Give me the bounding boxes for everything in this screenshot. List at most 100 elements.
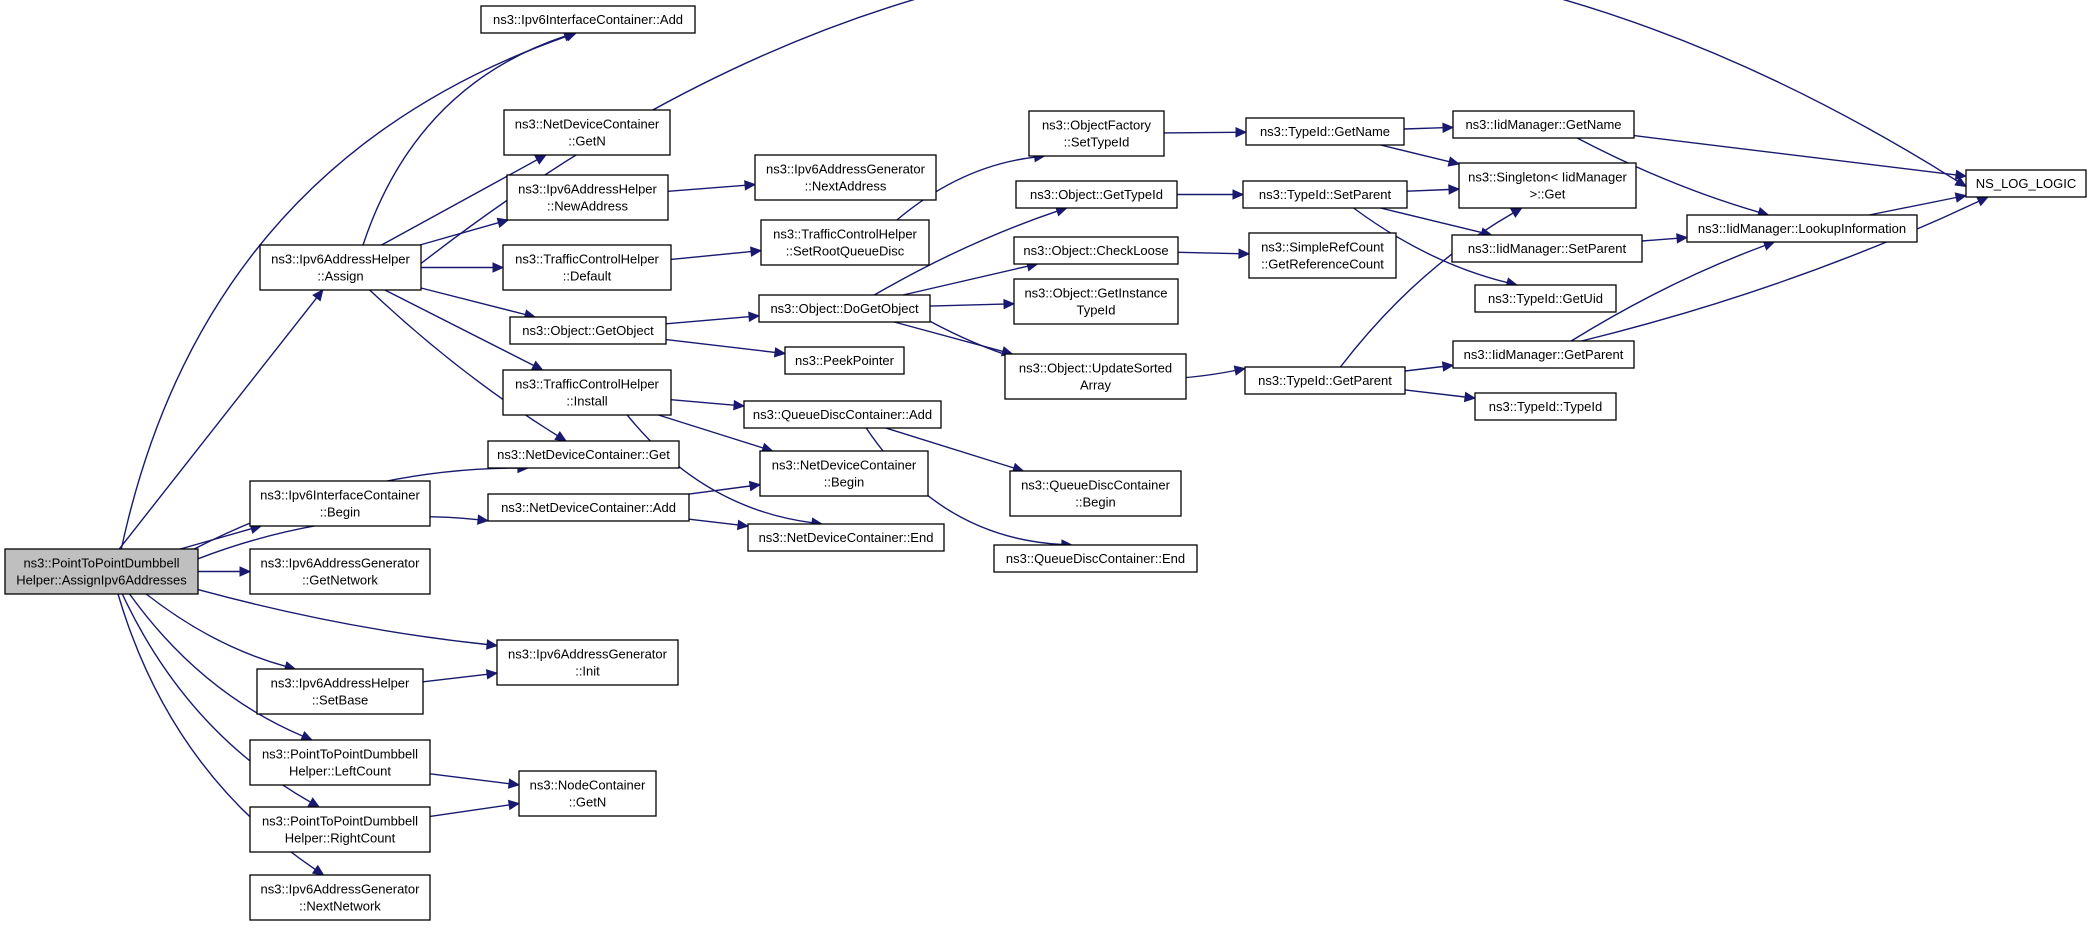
node-label: ns3::Ipv6AddressHelper (271, 252, 410, 267)
node-label: ns3::Ipv6AddressHelper (518, 182, 657, 197)
node-iid-setparent[interactable]: ns3::IidManager::SetParent (1451, 234, 1643, 263)
edge-tch_default-to-tch_setroot (670, 250, 752, 261)
node-typeid-getuid[interactable]: ns3::TypeId::GetUid (1474, 284, 1617, 313)
node-ipv6ag-init[interactable]: ns3::Ipv6AddressGenerator::Init (496, 639, 679, 686)
arrowhead-typeid_getname-to-iid_getname (1442, 122, 1455, 133)
node-ipv6ah-setbase[interactable]: ns3::Ipv6AddressHelper::SetBase (256, 668, 424, 715)
edge-obj_checkloose-to-src_getref (1177, 251, 1240, 255)
node-label: ns3::TypeId::GetParent (1258, 373, 1392, 388)
node-ipv6ah-assign[interactable]: ns3::Ipv6AddressHelper::Assign (259, 244, 422, 291)
node-obj-dogetobject[interactable]: ns3::Object::DoGetObject (758, 294, 931, 323)
node-of-settypeid[interactable]: ns3::ObjectFactory::SetTypeId (1028, 110, 1165, 157)
node-tch-default[interactable]: ns3::TrafficControlHelper::Default (502, 244, 672, 291)
node-label: ns3::NetDeviceContainer::Add (501, 500, 676, 515)
node-label: ns3::TrafficControlHelper (515, 377, 659, 392)
node-label: ::GetN (568, 134, 606, 149)
node-box (1686, 214, 1918, 243)
node-qdc-begin[interactable]: ns3::QueueDiscContainer::Begin (1009, 470, 1182, 517)
node-ipv6ic-begin[interactable]: ns3::Ipv6InterfaceContainer::Begin (249, 480, 431, 527)
arrowhead-typeid_getparent-to-typeid_typeid (1463, 391, 1477, 403)
node-ipv6ag-getnetwork[interactable]: ns3::Ipv6AddressGenerator::GetNetwork (249, 548, 431, 595)
arrowhead-tch_install-to-qdc_add (733, 399, 746, 411)
node-box (1245, 117, 1405, 146)
node-box (784, 346, 905, 375)
node-label: ns3::PointToPointDumbbell (262, 814, 418, 829)
arrowhead-typeid_getname-to-singleton_get (1447, 156, 1461, 167)
node-label: ::NextNetwork (299, 899, 381, 914)
node-ndc-getn[interactable]: ns3::NetDeviceContainer::GetN (503, 109, 671, 156)
edge-root-to-ipv6ah_setbase (145, 593, 286, 667)
node-ipv6ic-add[interactable]: ns3::Ipv6InterfaceContainer::Add (480, 5, 696, 34)
edge-obj_getobject-to-obj_dogetobject (665, 316, 750, 325)
edge-root-to-ipv6ic_add (120, 35, 567, 550)
node-box (1015, 180, 1178, 209)
node-root[interactable]: ns3::PointToPointDumbbellHelper::AssignI… (4, 548, 199, 595)
node-ipv6ag-nextaddr[interactable]: ns3::Ipv6AddressGenerator::NextAddress (754, 154, 937, 201)
node-iid-getname[interactable]: ns3::IidManager::GetName (1452, 110, 1635, 139)
node-box (1458, 162, 1637, 209)
node-ndc-end[interactable]: ns3::NetDeviceContainer::End (747, 523, 945, 552)
node-ns-log-logic[interactable]: NS_LOG_LOGIC (1965, 169, 2087, 198)
node-box (1965, 169, 2087, 198)
node-singleton-get[interactable]: ns3::Singleton< IidManager>::Get (1458, 162, 1637, 209)
node-qdc-add[interactable]: ns3::QueueDiscContainer::Add (743, 400, 942, 429)
node-label: ns3::Ipv6AddressGenerator (261, 556, 421, 571)
node-src-getref[interactable]: ns3::SimpleRefCount::GetReferenceCount (1248, 232, 1397, 279)
edge-p2pd_leftcount-to-nc_getn (429, 773, 510, 785)
arrowhead-ipv6ah_assign-to-ipv6ah_newaddr (496, 217, 510, 228)
node-label: ::Begin (824, 475, 864, 490)
arrowhead-ipv6ah_assign-to-tch_install (530, 360, 544, 371)
node-typeid-getname[interactable]: ns3::TypeId::GetName (1245, 117, 1405, 146)
node-p2pd-leftcount[interactable]: ns3::PointToPointDumbbellHelper::LeftCou… (249, 739, 431, 786)
arrowhead-iid_getname-to-ns_log_logic (1954, 169, 1968, 181)
node-typeid-typeid[interactable]: ns3::TypeId::TypeId (1474, 392, 1617, 421)
node-ipv6ag-nextnet[interactable]: ns3::Ipv6AddressGenerator::NextNetwork (249, 874, 431, 921)
node-typeid-getparent[interactable]: ns3::TypeId::GetParent (1244, 366, 1406, 395)
node-label: ::Default (563, 269, 612, 284)
node-ndc-add[interactable]: ns3::NetDeviceContainer::Add (487, 493, 690, 522)
edge-iid_lookup-to-ns_log_logic (1869, 196, 1957, 216)
node-label: ::GetReferenceCount (1261, 257, 1384, 272)
edge-of_settypeid-to-typeid_getname (1163, 131, 1237, 134)
node-ndc-get[interactable]: ns3::NetDeviceContainer::Get (487, 440, 680, 469)
node-iid-lookup[interactable]: ns3::IidManager::LookupInformation (1686, 214, 1918, 243)
node-qdc-end[interactable]: ns3::QueueDiscContainer::End (993, 544, 1198, 573)
node-nc-getn[interactable]: ns3::NodeContainer::GetN (518, 770, 657, 817)
node-tch-setroot[interactable]: ns3::TrafficControlHelper::SetRootQueueD… (760, 219, 930, 266)
arrowhead-root-to-ndc_add (477, 514, 490, 525)
edge-p2pd_rightcount-to-nc_getn (429, 804, 510, 818)
edge-tch_install-to-ndc_begin (658, 414, 764, 449)
node-label: ns3::NetDeviceContainer (772, 458, 917, 473)
arrowhead-typeid_getparent-to-iid_getparent (1441, 361, 1455, 372)
node-obj-checkloose[interactable]: ns3::Object::CheckLoose (1013, 236, 1179, 265)
node-box (1028, 110, 1165, 157)
node-peekpointer[interactable]: ns3::PeekPointer (784, 346, 905, 375)
node-box (509, 316, 667, 345)
edge-root-to-ipv6ag_init (197, 588, 488, 646)
node-box (1452, 110, 1635, 139)
node-obj-getobject[interactable]: ns3::Object::GetObject (509, 316, 667, 345)
node-p2pd-rightcount[interactable]: ns3::PointToPointDumbbellHelper::RightCo… (249, 806, 431, 853)
node-ndc-begin[interactable]: ns3::NetDeviceContainer::Begin (759, 450, 929, 497)
node-tch-install[interactable]: ns3::TrafficControlHelper::Install (502, 369, 672, 416)
node-box (1451, 234, 1643, 263)
node-label: ns3::NodeContainer (530, 778, 646, 793)
node-iid-getparent[interactable]: ns3::IidManager::GetParent (1452, 340, 1635, 369)
edge-typeid_getparent-to-typeid_typeid (1404, 389, 1466, 398)
node-box (1244, 366, 1406, 395)
node-typeid-setparent[interactable]: ns3::TypeId::SetParent (1242, 180, 1408, 209)
node-label: ::Install (566, 394, 607, 409)
node-label: ns3::QueueDiscContainer::Add (753, 407, 932, 422)
node-ipv6ah-newaddr[interactable]: ns3::Ipv6AddressHelper::NewAddress (506, 174, 669, 221)
node-box (249, 806, 431, 853)
node-label: ::GetNetwork (302, 573, 378, 588)
arrowhead-ipv6ah_assign-to-ns_log_logic (1954, 176, 1968, 188)
edge-ipv6ah_assign-to-tch_install (384, 289, 535, 367)
node-obj-gettypeid[interactable]: ns3::Object::GetTypeId (1015, 180, 1178, 209)
arrowhead-ndc_add-to-ndc_end (736, 519, 750, 531)
arrowhead-ipv6ah_assign-to-ndc_getn (534, 154, 547, 165)
edge-typeid_getparent-to-singleton_get (1339, 212, 1514, 368)
node-label: ns3::ObjectFactory (1042, 118, 1152, 133)
